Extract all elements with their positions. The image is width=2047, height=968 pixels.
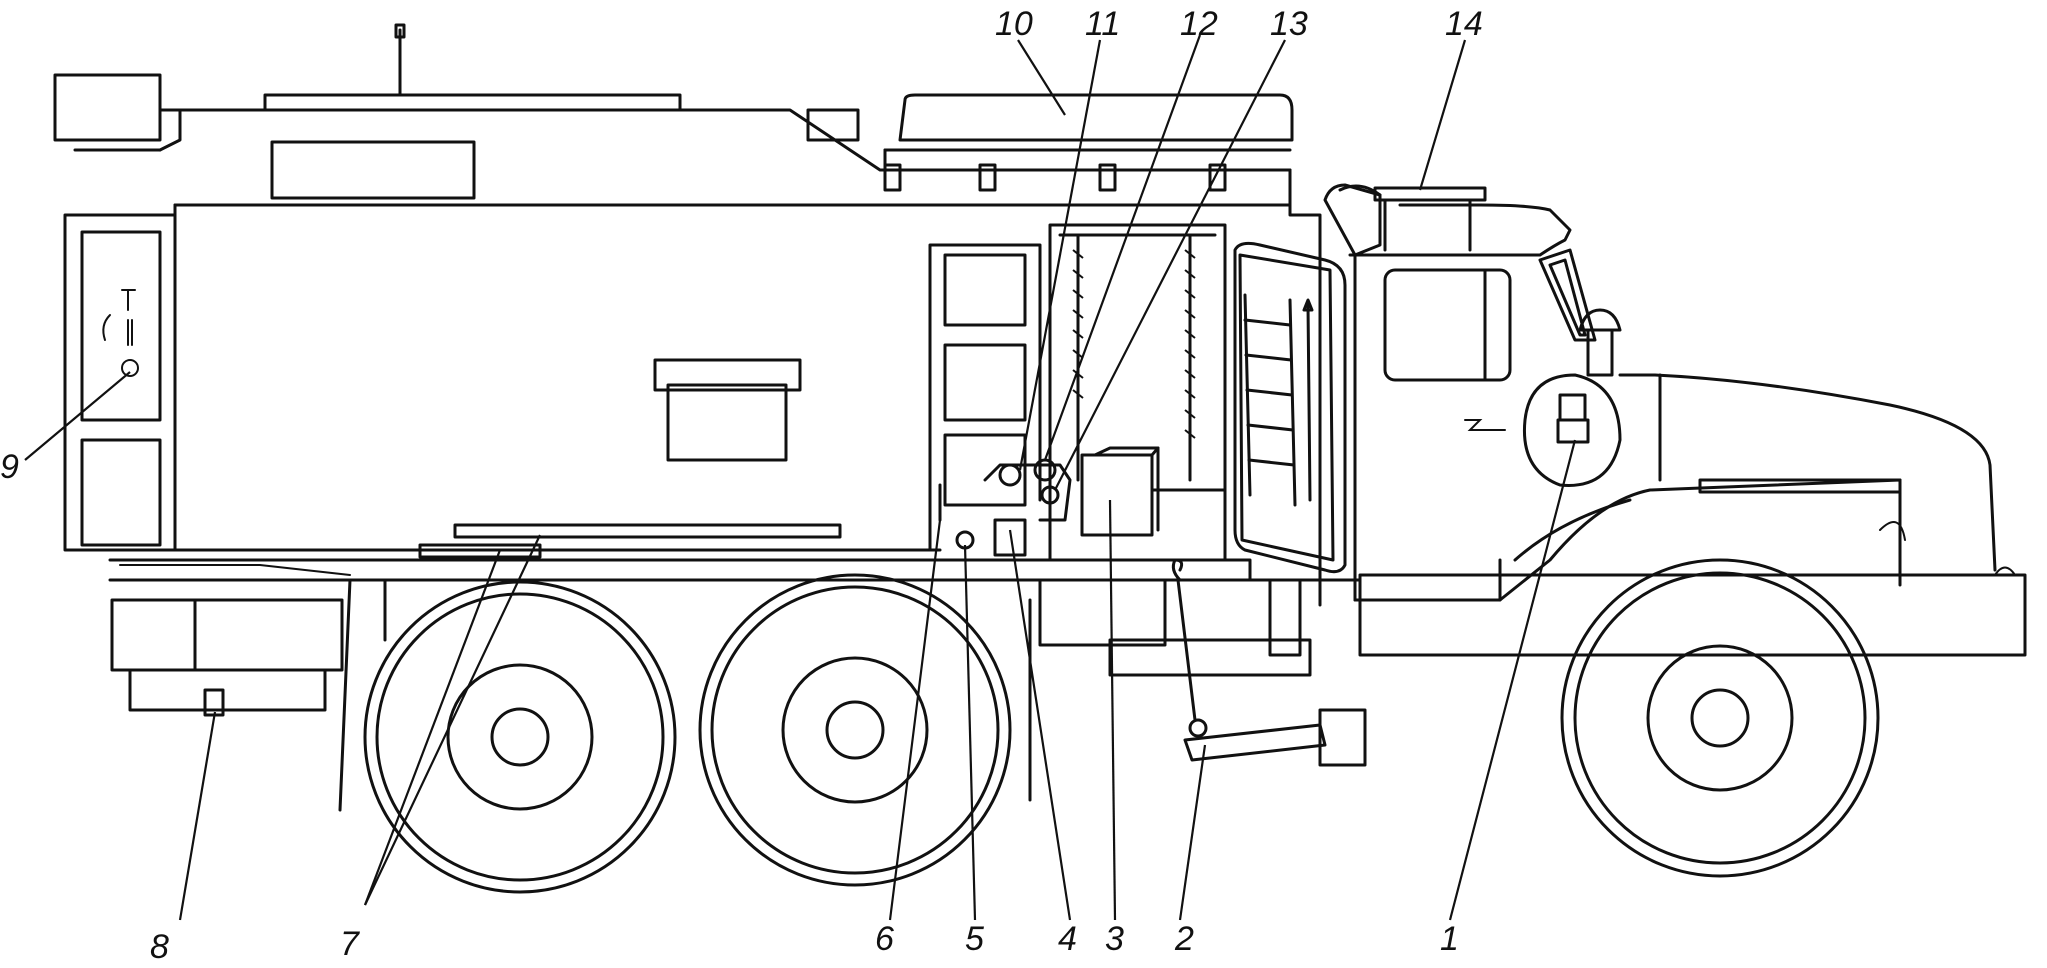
- cab-emblem-area: [1522, 373, 1622, 487]
- roof-rack: [1373, 186, 1487, 202]
- upper-window: [270, 140, 476, 200]
- callout-10: 10: [995, 5, 1033, 43]
- callout-3: 3: [1105, 920, 1124, 958]
- roof-rail: [263, 93, 682, 112]
- callout-11: 11: [1085, 5, 1120, 43]
- callout-14: 14: [1445, 5, 1483, 43]
- callout-5: 5: [965, 920, 984, 958]
- callout-7: 7: [340, 925, 360, 963]
- air-intake: [1323, 183, 1382, 257]
- pump-box: [1080, 453, 1154, 537]
- front-bumper: [1358, 573, 2027, 657]
- door-window-1: [943, 253, 1027, 327]
- equipment-compartment: [938, 223, 1227, 562]
- truck-cab: [1288, 168, 2027, 657]
- side-rail: [453, 523, 842, 539]
- callout-9: 9: [0, 448, 19, 486]
- side-hatch-frame: [653, 358, 802, 392]
- roof-cover: [898, 93, 1294, 142]
- callout-1: 1: [1440, 920, 1459, 958]
- rear-wheel-1: [363, 580, 677, 894]
- rear-wheel-2: [698, 573, 1012, 887]
- callout-labels: 1 2 3 4 5 6 7 8 9 10 11 12 13 14: [0, 5, 1483, 966]
- chassis: [108, 523, 1367, 812]
- callout-13: 13: [1270, 5, 1308, 43]
- open-door-with-ladder: [1233, 241, 1347, 574]
- callout-8: 8: [150, 928, 169, 966]
- rear-door-panel: [80, 230, 162, 422]
- callout-12: 12: [1180, 5, 1218, 43]
- headlamp: [1578, 308, 1622, 332]
- cab-window: [1383, 268, 1512, 382]
- callout-4: 4: [1058, 920, 1077, 958]
- callout-2: 2: [1174, 920, 1194, 958]
- side-hatch: [666, 383, 788, 462]
- callout-leaders: [24, 34, 1577, 921]
- valve-block: [993, 518, 1027, 557]
- roof-equipment-box: [53, 73, 162, 142]
- spare-tool: [1183, 723, 1327, 762]
- van-body: [53, 23, 1294, 552]
- rear-bumper: [110, 598, 344, 672]
- front-wheel: [1560, 558, 1880, 878]
- callout-6: 6: [875, 920, 894, 958]
